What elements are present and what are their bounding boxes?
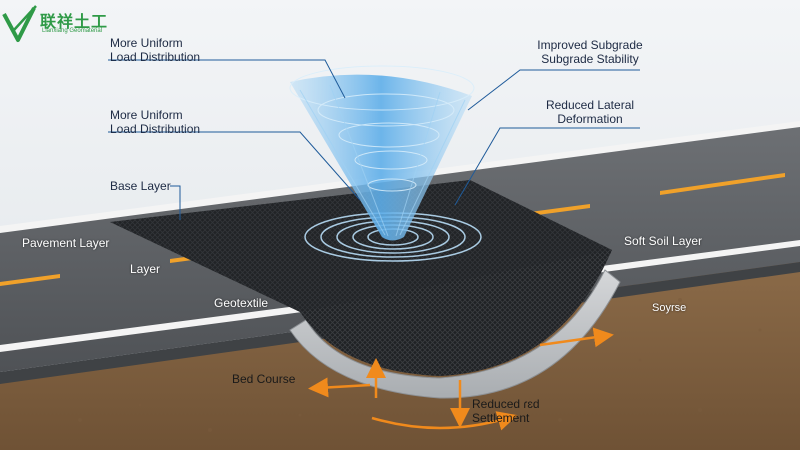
label-geotextile: Geotextile [214,296,269,310]
geogrid-mesh [110,180,612,376]
label-subgrade-soil: Soyrse [652,302,687,314]
label-pavement-layer: Pavement Layer [22,236,110,250]
label-bed-course: Bed Course [232,372,296,386]
soil-texture [78,298,762,432]
bed-course [289,269,621,399]
callout-lines [108,59,640,220]
geogrid-top-face [110,180,612,312]
brand-name-cn: 联祥土工 [40,12,109,31]
brand-name-en: Lianxiang Geomaterial [42,28,103,34]
callout-base-layer: Base Layer [110,179,171,193]
label-soft-soil-layer: Soft Soil Layer [624,234,703,248]
cone-side-lines [299,84,466,237]
label-layer: Layer [130,262,161,276]
load-cone [290,74,472,241]
cone-rings [289,65,475,192]
settlement-arrows [308,327,614,431]
brand-logo-icon [2,5,37,42]
